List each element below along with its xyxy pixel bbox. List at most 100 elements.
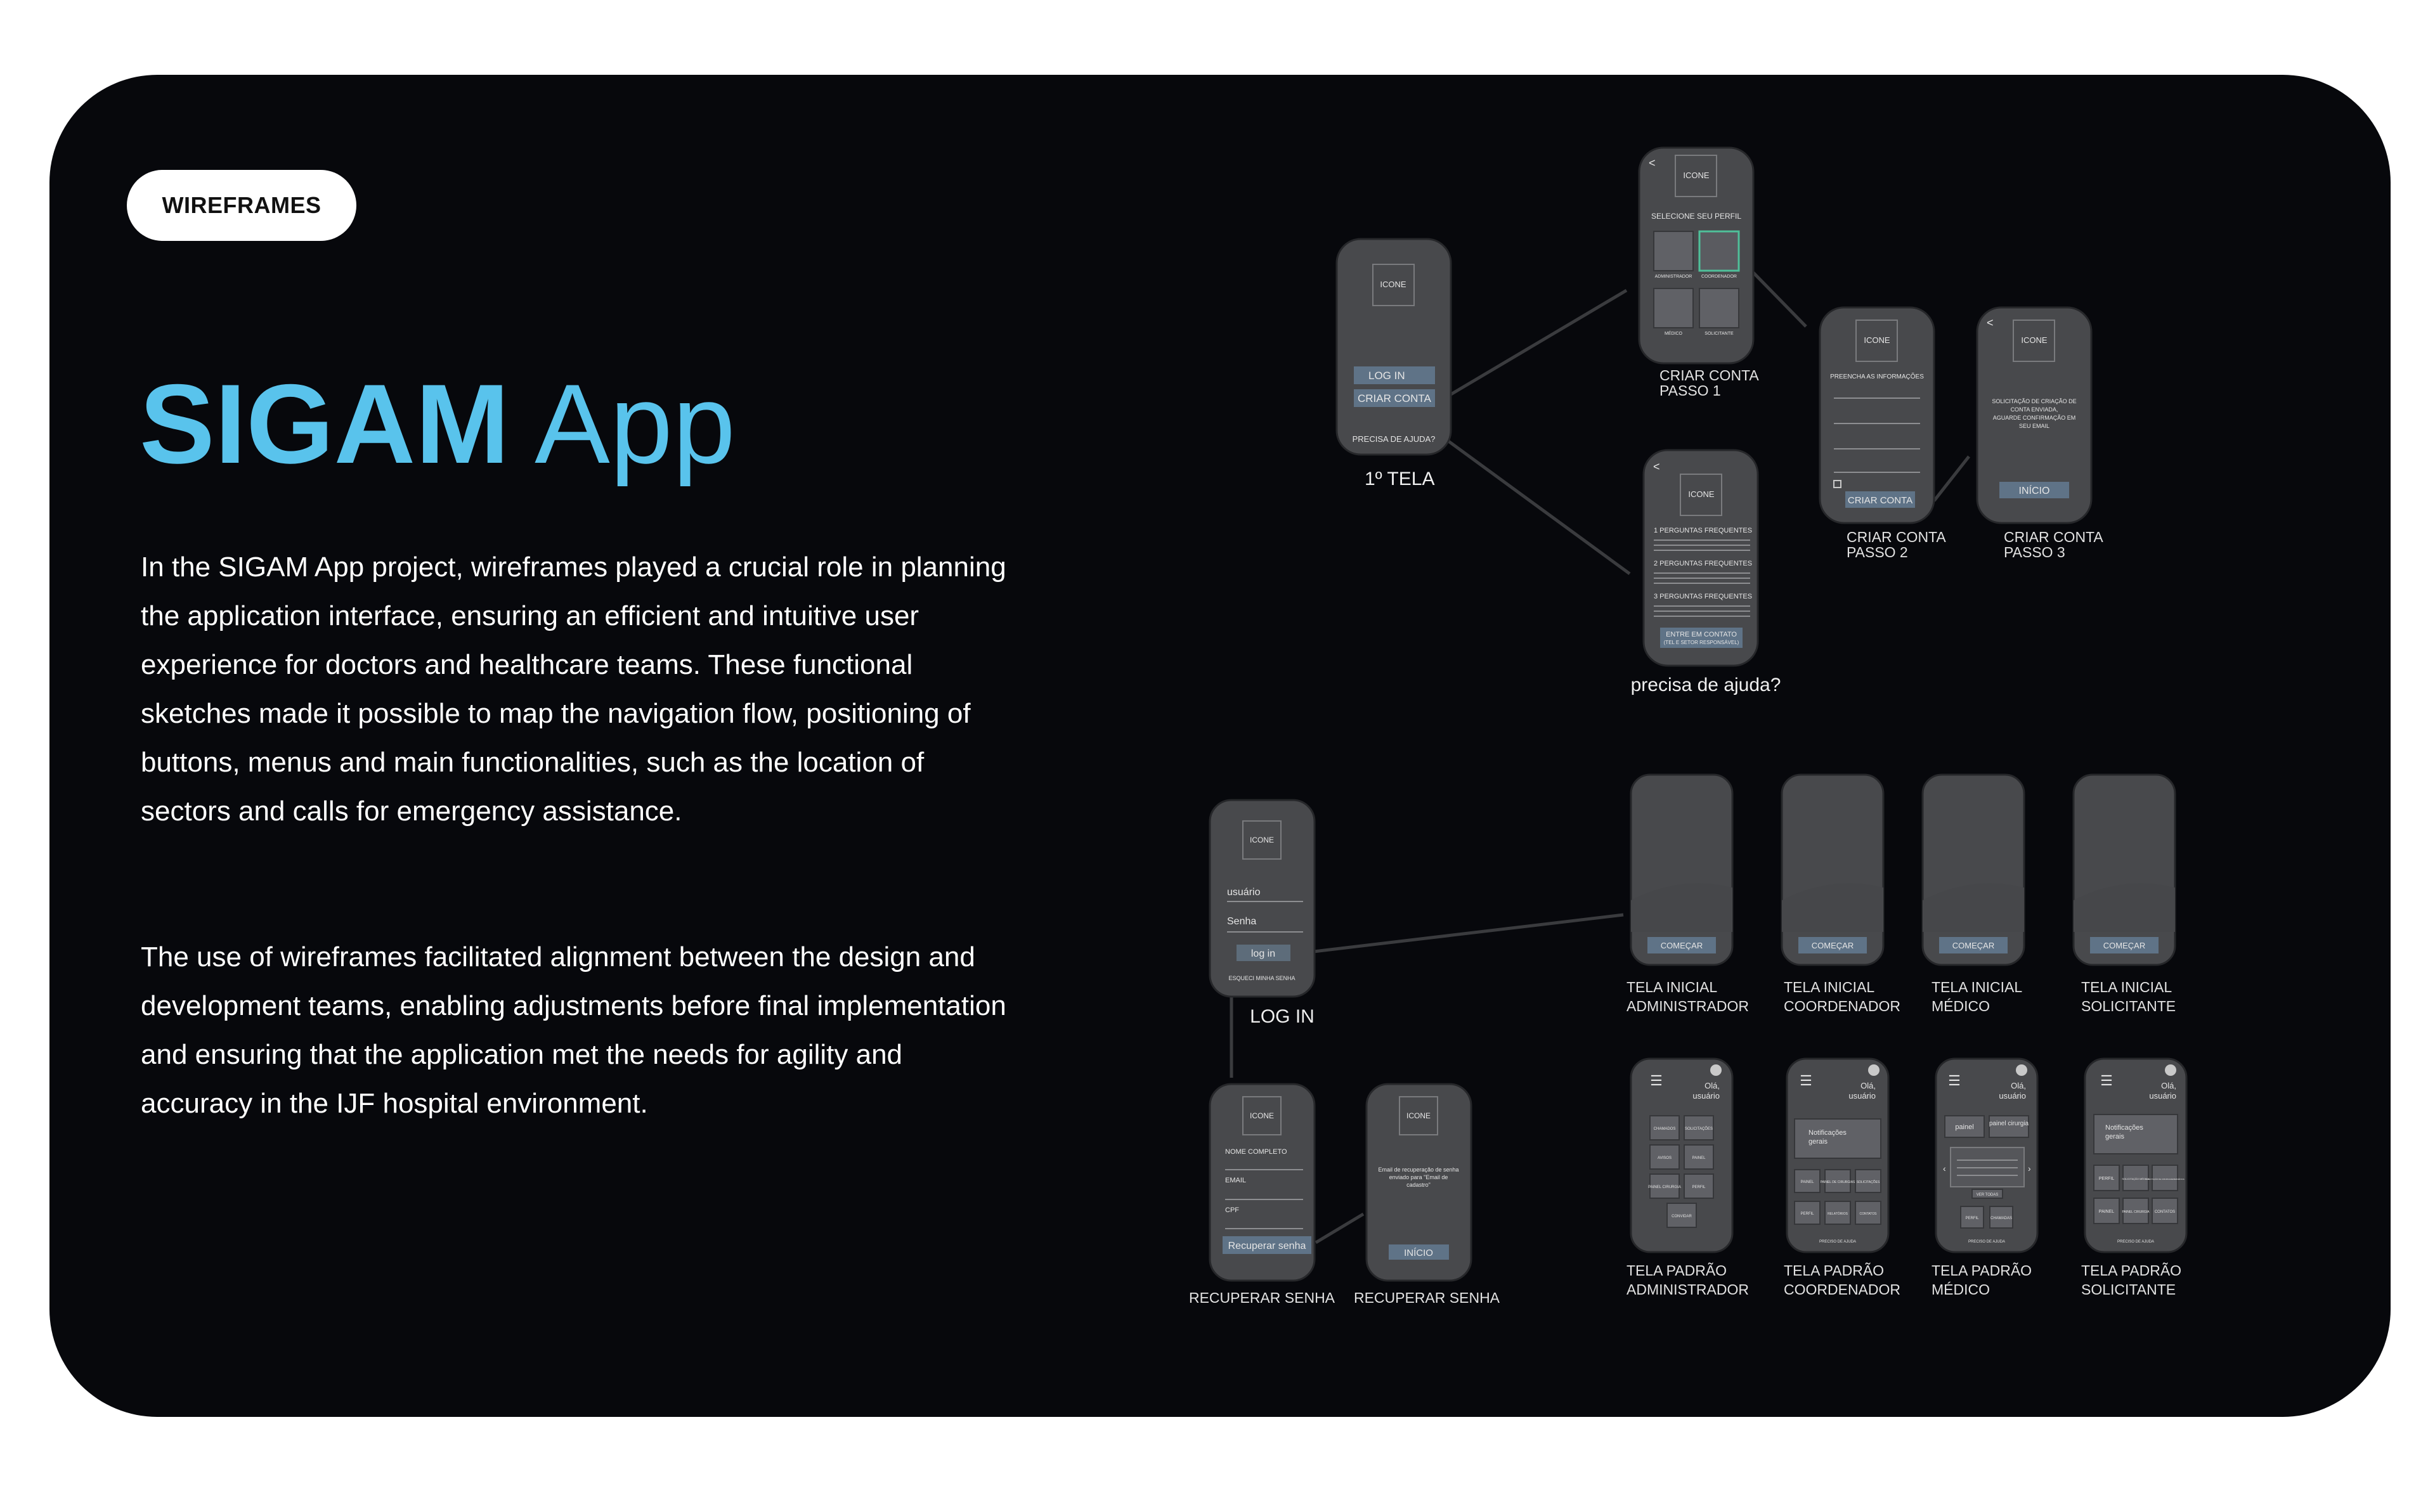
notifications-banner[interactable]	[1794, 1118, 1881, 1159]
help-footer-link[interactable]: PRECISO DE AJUDA	[2117, 1240, 2154, 1244]
menu-tile[interactable]	[1824, 1201, 1851, 1225]
chevron-left-icon[interactable]: ‹	[1943, 1163, 1946, 1173]
icon-label: ICONE	[1864, 335, 1890, 345]
profile-tile-coordinator[interactable]	[1698, 230, 1740, 272]
menu-tile[interactable]	[1649, 1115, 1680, 1140]
step3-message-line: AGUARDE CONFIRMAÇÃO EM	[1993, 415, 2076, 421]
menu-tile[interactable]	[1824, 1169, 1851, 1193]
connector-step2-step3	[1933, 455, 1970, 502]
profile-tile-admin[interactable]	[1653, 231, 1694, 271]
default-screen-admin: ☰ Olá, usuário CHAMADOS SOLICITAÇÕES AVI…	[1627, 1057, 1749, 1298]
start-button[interactable]	[1798, 937, 1867, 953]
help-footer-link[interactable]: PRECISO DE AJUDA	[1968, 1240, 2005, 1244]
menu-tile[interactable]	[1684, 1173, 1714, 1199]
menu-tile[interactable]	[2152, 1165, 2178, 1191]
menu-tile[interactable]	[1855, 1201, 1881, 1225]
menu-tile[interactable]	[1666, 1203, 1697, 1228]
menu-icon[interactable]: ☰	[1948, 1073, 1961, 1089]
menu-tile[interactable]	[1684, 1144, 1714, 1170]
menu-tile[interactable]	[1960, 1206, 1984, 1229]
menu-tile-label: PAINEL DE CIRURGIAS	[1821, 1180, 1855, 1184]
menu-icon[interactable]: ☰	[2100, 1073, 2113, 1089]
password-label: Senha	[1227, 916, 1256, 927]
menu-tile[interactable]	[2152, 1198, 2178, 1224]
menu-tile[interactable]	[1794, 1201, 1821, 1225]
start-button[interactable]	[2090, 937, 2159, 953]
greeting-line: Olá,	[2161, 1081, 2176, 1090]
back-icon[interactable]: <	[1653, 460, 1660, 473]
start-button[interactable]	[1647, 937, 1716, 953]
see-all-button[interactable]	[1971, 1189, 2003, 1199]
login-submit-button[interactable]	[1237, 945, 1290, 961]
menu-tile[interactable]	[2093, 1165, 2120, 1191]
notifications-banner[interactable]	[2093, 1114, 2178, 1154]
menu-tile[interactable]	[1794, 1169, 1821, 1193]
menu-tile[interactable]	[2093, 1198, 2120, 1224]
step2-create-button[interactable]	[1845, 491, 1915, 508]
avatar[interactable]	[2016, 1064, 2027, 1076]
tab-surgery-panel[interactable]	[1989, 1115, 2029, 1138]
menu-icon[interactable]: ☰	[1800, 1073, 1812, 1089]
default-screen-coordinator: ☰ Olá, usuário Notificações gerais PAINE…	[1784, 1057, 1900, 1298]
recover-field-label: NOME COMPLETO	[1225, 1148, 1287, 1156]
greeting-line: Olá,	[2011, 1081, 2026, 1090]
faq-item: 3 PERGUNTAS FREQUENTES	[1654, 593, 1752, 600]
terms-checkbox[interactable]	[1833, 480, 1841, 488]
help-link[interactable]: PRECISA DE AJUDA?	[1353, 434, 1436, 444]
description-paragraph-2: The use of wireframes facilitated alignm…	[141, 941, 1006, 1119]
notifications-banner-label: gerais	[2105, 1133, 2124, 1140]
avatar[interactable]	[1710, 1064, 1722, 1076]
back-icon[interactable]: <	[1649, 157, 1656, 169]
profile-tile-doctor[interactable]	[1653, 288, 1694, 328]
back-icon[interactable]: <	[1987, 316, 1994, 329]
caption-home-coordinator-line1: TELA INICIAL	[1784, 979, 1874, 995]
recover-home-button[interactable]	[1389, 1244, 1449, 1260]
menu-tile-label: RELATÓRIOS	[1828, 1212, 1848, 1216]
menu-tile[interactable]	[1649, 1144, 1680, 1170]
caption-step1-line2: PASSO 1	[1659, 382, 1721, 399]
notifications-banner-label: gerais	[1808, 1138, 1828, 1146]
caption-home-doctor-line1: TELA INICIAL	[1932, 979, 2022, 995]
help-footer-link[interactable]: PRECISO DE AJUDA	[1819, 1240, 1856, 1244]
menu-tile-label: PAINEL	[2099, 1210, 2114, 1214]
contact-button[interactable]	[1660, 628, 1743, 648]
recover-field-label: EMAIL	[1225, 1177, 1246, 1184]
menu-tile-label: SOLICITAÇÃO DE CIRURGIA/EMERGÊNCIA	[2145, 1177, 2184, 1180]
recover-password-button[interactable]	[1223, 1236, 1311, 1254]
create-account-button[interactable]	[1354, 389, 1435, 407]
chevron-right-icon[interactable]: ›	[2028, 1163, 2031, 1173]
avatar[interactable]	[2165, 1064, 2176, 1076]
caption-home-requester-line1: TELA INICIAL	[2081, 979, 2172, 995]
menu-tile-label: PAINEL	[1801, 1180, 1815, 1184]
create-account-label: CRIAR CONTA	[1358, 392, 1432, 404]
menu-tile[interactable]	[2122, 1198, 2149, 1224]
tab-panel[interactable]	[1944, 1115, 1985, 1138]
caption-default-admin-line1: TELA PADRÃO	[1627, 1262, 1727, 1279]
profile-tile-requester[interactable]	[1699, 288, 1739, 328]
avatar[interactable]	[1868, 1064, 1880, 1076]
menu-tile[interactable]	[2122, 1165, 2149, 1191]
caption-help: precisa de ajuda?	[1631, 675, 1781, 695]
recover-sent-message-line: cadastro"	[1406, 1182, 1431, 1188]
start-button[interactable]	[1939, 937, 2008, 953]
contact-button-label: ENTRE EM CONTATO	[1666, 631, 1737, 638]
caption-login: LOG IN	[1250, 1006, 1315, 1027]
description-paragraph-1: In the SIGAM App project, wireframes pla…	[141, 552, 1006, 827]
menu-tile[interactable]	[1649, 1173, 1680, 1199]
caption-default-coordinator-line1: TELA PADRÃO	[1784, 1262, 1884, 1279]
menu-tile[interactable]	[1684, 1115, 1714, 1140]
menu-tile[interactable]	[1855, 1169, 1881, 1193]
caption-recover-1: RECUPERAR SENHA	[1189, 1289, 1335, 1306]
icon-label: ICONE	[1683, 171, 1710, 180]
step3-home-button[interactable]	[1999, 482, 2069, 498]
faq-item: 1 PERGUNTAS FREQUENTES	[1654, 527, 1752, 534]
login-button[interactable]	[1354, 366, 1435, 384]
caption-home-requester-line2: SOLICITANTE	[2081, 998, 2176, 1014]
title-light: App	[535, 361, 736, 487]
connector-first-help	[1446, 439, 1631, 576]
forgot-password-link[interactable]: ESQUECI MINHA SENHA	[1228, 975, 1295, 981]
menu-tile[interactable]	[1989, 1206, 2013, 1229]
flow-connectors	[1230, 271, 1970, 1244]
menu-tile-label: AVISOS	[1658, 1156, 1672, 1160]
menu-icon[interactable]: ☰	[1650, 1073, 1663, 1089]
